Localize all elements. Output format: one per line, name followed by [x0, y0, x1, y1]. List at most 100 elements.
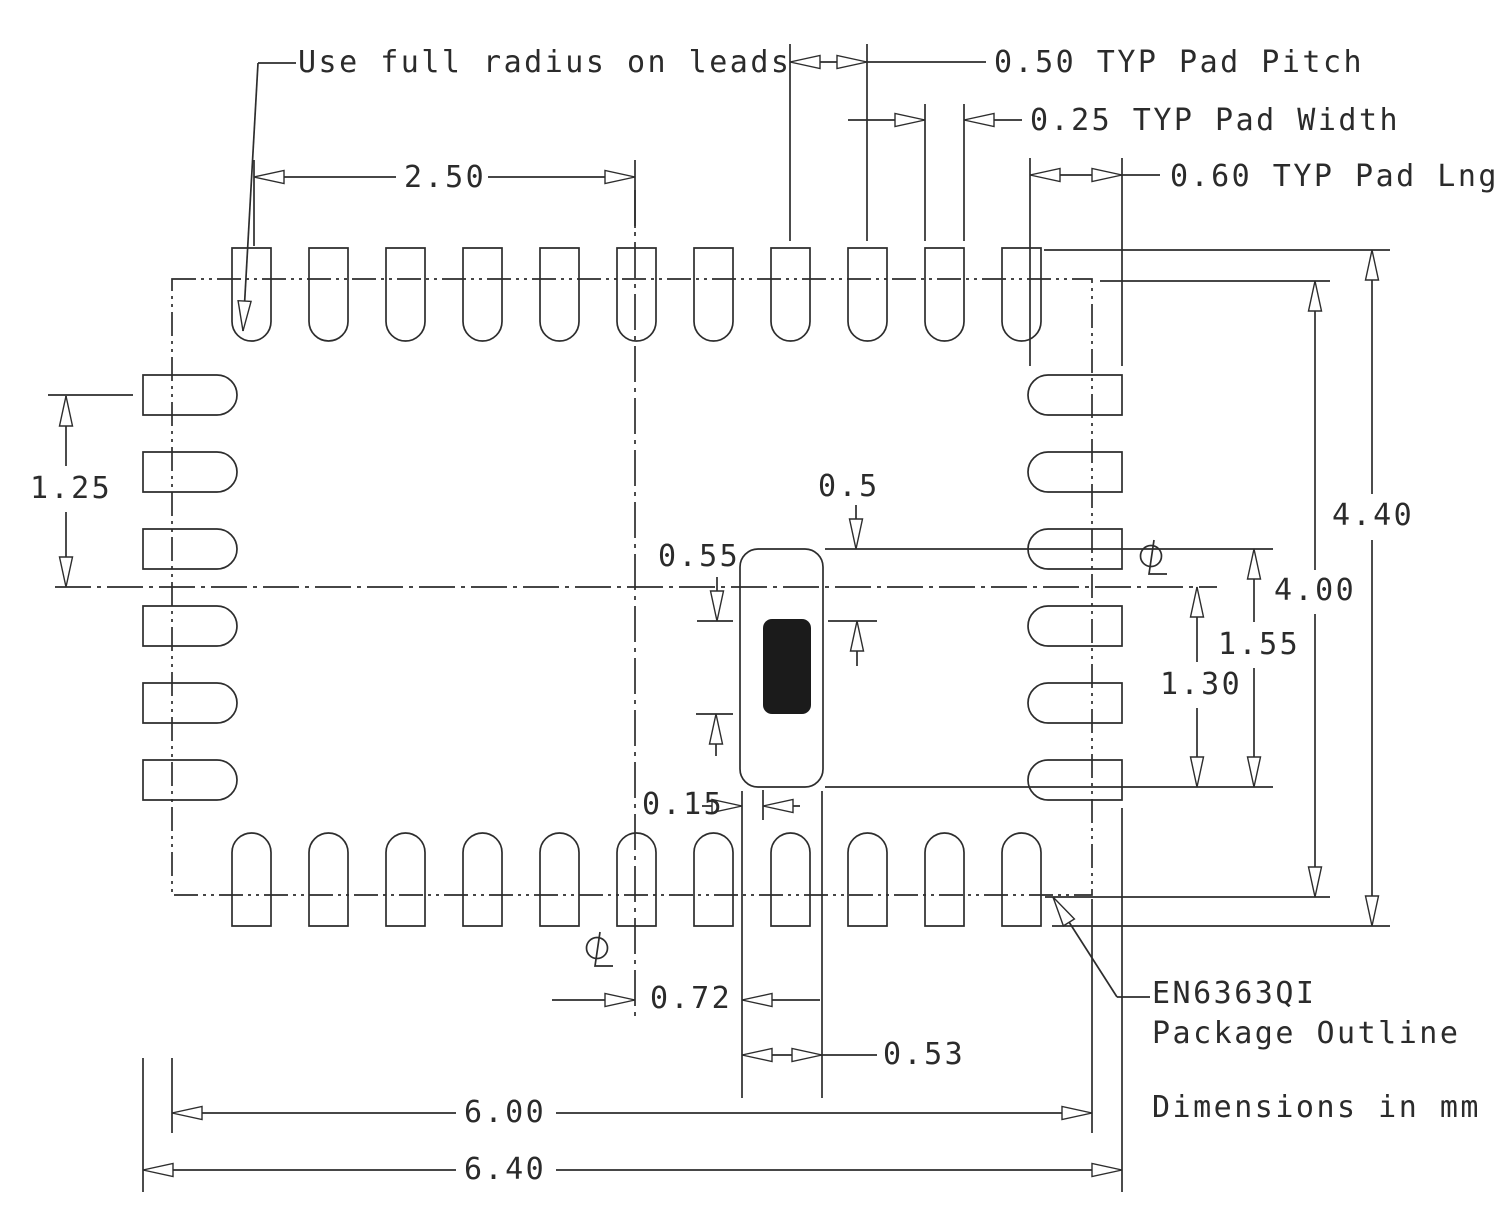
dim-left-offset-label: 1.25 [30, 471, 113, 506]
arrowhead [741, 1047, 773, 1063]
dim-overall-height-label: 4.40 [1332, 498, 1415, 533]
arrowhead [1246, 756, 1262, 788]
dim-center-pad-offset-label: 0.72 [650, 981, 733, 1016]
pad-bottom [231, 832, 272, 927]
pad-bottom [693, 832, 734, 927]
arrowhead [1061, 1105, 1093, 1121]
dim-pad-length-label: 0.60 TYP Pad Lng [1170, 159, 1499, 194]
pad-top [616, 247, 657, 342]
arrowhead [963, 112, 995, 128]
arrowhead [58, 395, 74, 427]
pad-right [1027, 759, 1123, 801]
pad-left [142, 451, 238, 493]
pad-left [142, 374, 238, 416]
arrowhead [604, 169, 636, 185]
pad-bottom [539, 832, 580, 927]
pad-bottom [308, 832, 349, 927]
arrowhead [171, 1105, 203, 1121]
arrowhead [58, 556, 74, 588]
dim-top-row-span-label: 2.50 [404, 160, 487, 195]
dim-center-pad-width-label: 0.53 [883, 1037, 966, 1072]
arrowhead [791, 1047, 823, 1063]
arrowhead [849, 620, 865, 652]
dim-pad-pitch-label: 0.50 TYP Pad Pitch [994, 45, 1365, 80]
centerline-axes [55, 190, 1217, 1018]
arrowhead [894, 112, 926, 128]
dimension-and-extension-lines [48, 44, 1390, 1192]
centerline-symbol [594, 931, 613, 967]
arrowhead [708, 713, 724, 745]
pad-top [462, 247, 503, 342]
arrowhead [1189, 756, 1205, 788]
dim-paste-left-offset-label: 0.15 [642, 787, 725, 822]
pad-right [1027, 605, 1123, 647]
pad-left [142, 759, 238, 801]
pad-bottom [770, 832, 811, 927]
centerline-symbol [1148, 539, 1167, 575]
center-paste-pad [739, 548, 824, 788]
arrowhead [1189, 586, 1205, 618]
dim-paste-top-offset-label: 0.5 [818, 469, 880, 504]
pad-top [1001, 247, 1042, 342]
pad-left [142, 682, 238, 724]
center-via-pad [763, 619, 811, 714]
arrowhead [711, 798, 743, 814]
pad-top [693, 247, 734, 342]
arrowhead [142, 1162, 174, 1178]
arrowhead [604, 992, 636, 1008]
arrowhead [1246, 548, 1262, 580]
pad-bottom [1001, 832, 1042, 927]
centerline-symbol [1139, 544, 1163, 568]
arrowhead [836, 54, 868, 70]
arrowhead [1364, 249, 1380, 281]
arrowhead [1091, 1162, 1123, 1178]
pad-top [385, 247, 426, 342]
pad-top [231, 247, 272, 342]
pad-right [1027, 451, 1123, 493]
dim-package-width-label: 6.00 [464, 1095, 547, 1130]
arrowhead [237, 299, 252, 332]
pad-bottom [616, 832, 657, 927]
part-caption-label: Package Outline [1152, 1016, 1461, 1051]
arrowhead [1364, 895, 1380, 927]
pad-bottom [462, 832, 503, 927]
dim-pad-width-label: 0.25 TYP Pad Width [1030, 103, 1401, 138]
dim-overall-width-label: 6.40 [464, 1152, 547, 1187]
pad-right [1027, 374, 1123, 416]
pad-bottom [847, 832, 888, 927]
centerline-symbols [585, 539, 1167, 967]
arrowhead [741, 992, 773, 1008]
dim-below-centerline-label: 1.30 [1160, 667, 1243, 702]
arrowhead [1052, 896, 1076, 927]
arrowhead [1307, 866, 1323, 898]
arrowhead [848, 518, 864, 550]
pad-top [847, 247, 888, 342]
pad-top [308, 247, 349, 342]
arrowhead [762, 798, 794, 814]
pad-top [924, 247, 965, 342]
centerline-symbol [585, 936, 609, 960]
pad-left [142, 605, 238, 647]
pad-top [770, 247, 811, 342]
lead-note-label: Use full radius on leads [298, 45, 792, 80]
pad-top [539, 247, 580, 342]
arrowhead [789, 54, 821, 70]
arrowhead [709, 590, 725, 622]
units-note-label: Dimensions in mm [1152, 1090, 1481, 1125]
part-number-label: EN6363QI [1152, 976, 1317, 1011]
perimeter-pads [142, 247, 1123, 927]
dim-center-pad-height-label: 1.55 [1218, 627, 1301, 662]
dim-paste-height-label: 0.55 [658, 539, 741, 574]
pad-right [1027, 528, 1123, 570]
dim-package-height-label: 4.00 [1274, 573, 1357, 608]
arrowhead [1091, 167, 1123, 183]
pad-left [142, 528, 238, 570]
arrowhead [1029, 167, 1061, 183]
pad-right [1027, 682, 1123, 724]
arrowhead [1307, 280, 1323, 312]
pad-bottom [924, 832, 965, 927]
pad-bottom [385, 832, 426, 927]
arrowhead [253, 169, 285, 185]
